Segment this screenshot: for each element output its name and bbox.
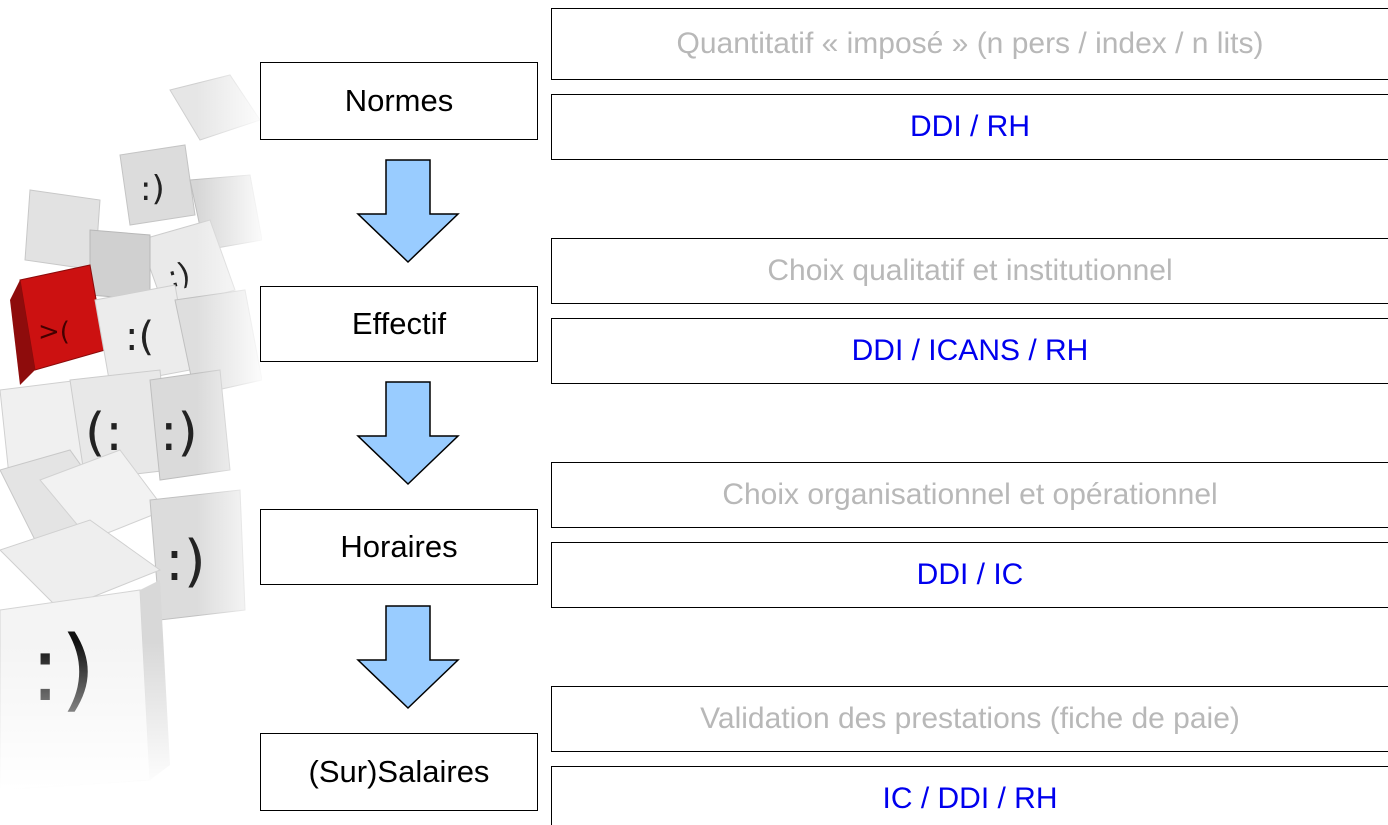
description-text: Choix qualitatif et institutionnel: [767, 254, 1173, 287]
down-arrow-icon: [356, 381, 460, 486]
step-description: Quantitatif « imposé » (n pers / index /…: [551, 8, 1388, 80]
responsible-text: DDI / IC: [916, 558, 1024, 591]
step-label: Effectif: [351, 306, 447, 341]
responsible-text: DDI / ICANS / RH: [851, 334, 1089, 367]
step-description: Choix qualitatif et institutionnel: [551, 238, 1388, 304]
down-arrow-icon: [356, 159, 460, 264]
responsible-text: IC / DDI / RH: [882, 782, 1058, 815]
step-label: Horaires: [340, 529, 458, 564]
down-arrow-icon: [356, 605, 460, 710]
step-sur-salaires: (Sur)Salaires: [260, 733, 538, 811]
smiley-cubes-illustration: :) :) >( :( (: :) :): [0, 50, 262, 790]
step-responsible: IC / DDI / RH: [551, 766, 1388, 825]
step-description: Validation des prestations (fiche de pai…: [551, 686, 1388, 752]
description-text: Quantitatif « imposé » (n pers / index /…: [676, 27, 1264, 60]
responsible-text: DDI / RH: [910, 110, 1030, 143]
description-text: Choix organisationnel et opérationnel: [722, 478, 1218, 511]
step-effectif: Effectif: [260, 286, 538, 362]
step-horaires: Horaires: [260, 509, 538, 585]
step-description: Choix organisationnel et opérationnel: [551, 462, 1388, 528]
step-label: (Sur)Salaires: [308, 754, 490, 789]
step-label: Normes: [344, 83, 454, 118]
step-normes: Normes: [260, 62, 538, 140]
description-text: Validation des prestations (fiche de pai…: [700, 702, 1240, 735]
step-responsible: DDI / IC: [551, 542, 1388, 608]
step-responsible: DDI / RH: [551, 94, 1388, 160]
cubes-image: :) :) >( :( (: :) :): [0, 50, 262, 790]
step-responsible: DDI / ICANS / RH: [551, 318, 1388, 384]
